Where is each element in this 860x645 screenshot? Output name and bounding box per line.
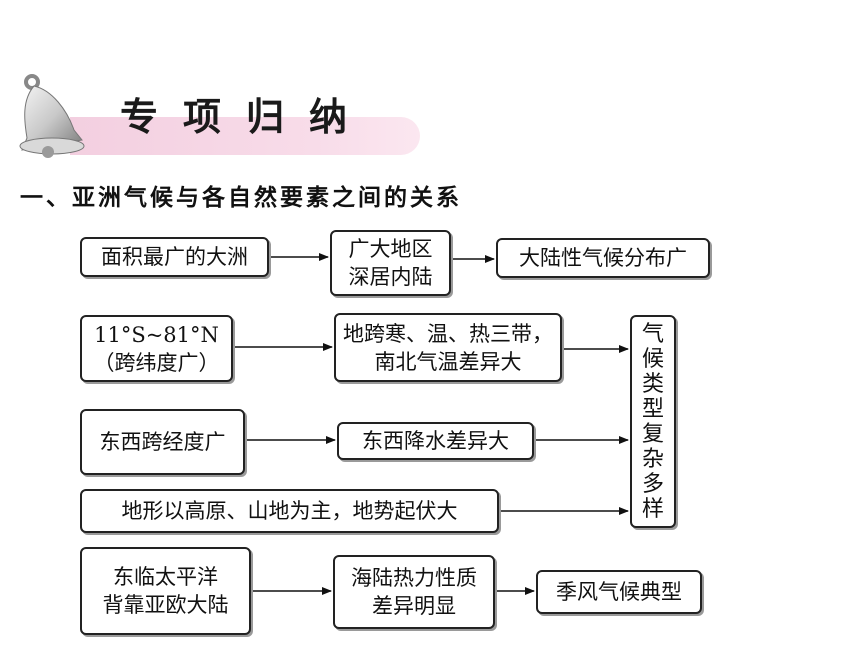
node-zones-line-2: 南北气温差异大: [374, 349, 522, 374]
node-longitude: 东西跨经度广: [80, 409, 245, 475]
node-location: 东临太平洋 背靠亚欧大陆: [80, 547, 251, 635]
climate-char-8: 样: [641, 496, 664, 522]
node-continental-line-1: 大陆性气候分布广: [519, 246, 687, 270]
node-terrain: 地形以高原、山地为主，地势起伏大: [80, 489, 499, 533]
node-land-sea: 海陆热力性质 差异明显: [333, 555, 495, 629]
node-land-sea-line-2: 差异明显: [372, 594, 456, 618]
node-location-line-2: 背靠亚欧大陆: [102, 593, 229, 617]
node-area-line-1: 面积最广的大洲: [101, 245, 248, 269]
node-climate-types: 气 候 类 型 复 杂 多 样: [630, 315, 676, 528]
climate-char-2: 候: [641, 346, 664, 372]
climate-char-6: 杂: [641, 446, 664, 472]
banner-title-char-3: 归: [246, 95, 285, 139]
node-latitude-line-2: （跨纬度广）: [93, 350, 220, 375]
climate-char-7: 多: [641, 471, 664, 497]
node-location-line-1: 东临太平洋: [113, 565, 218, 589]
node-latitude: 11°S~81°N （跨纬度广）: [80, 315, 233, 382]
banner-title-char-2: 项: [183, 95, 222, 139]
banner-title-char-4: 纳: [309, 95, 348, 139]
climate-char-3: 类: [641, 371, 664, 397]
node-inland: 广大地区 深居内陆: [330, 230, 451, 296]
node-latitude-line-1: 11°S~81°N: [94, 322, 219, 347]
node-zones-line-1: 地跨寒、温、热三带，: [343, 321, 553, 346]
climate-char-4: 型: [641, 396, 664, 422]
node-inland-line-2: 深居内陆: [348, 265, 433, 289]
node-inland-line-1: 广大地区: [348, 237, 433, 261]
node-area: 面积最广的大洲: [80, 237, 269, 277]
node-continental: 大陆性气候分布广: [496, 238, 710, 278]
banner-title-char-1: 专: [120, 95, 159, 139]
node-monsoon: 季风气候典型: [536, 570, 702, 614]
bell-icon: [19, 74, 85, 158]
node-monsoon-line-1: 季风气候典型: [556, 580, 682, 604]
climate-char-5: 复: [641, 421, 664, 447]
climate-char-1: 气: [641, 321, 664, 347]
node-longitude-line-1: 东西跨经度广: [99, 430, 226, 454]
node-land-sea-line-1: 海陆热力性质: [351, 566, 477, 590]
section-heading: 一、亚洲气候与各自然要素之间的关系: [20, 185, 462, 211]
node-rainfall: 东西降水差异大: [337, 422, 534, 460]
node-zones: 地跨寒、温、热三带， 南北气温差异大: [334, 313, 562, 382]
title-banner-band: [70, 117, 420, 155]
node-terrain-line-1: 地形以高原、山地为主，地势起伏大: [121, 499, 458, 523]
node-rainfall-line-1: 东西降水差异大: [362, 429, 509, 453]
